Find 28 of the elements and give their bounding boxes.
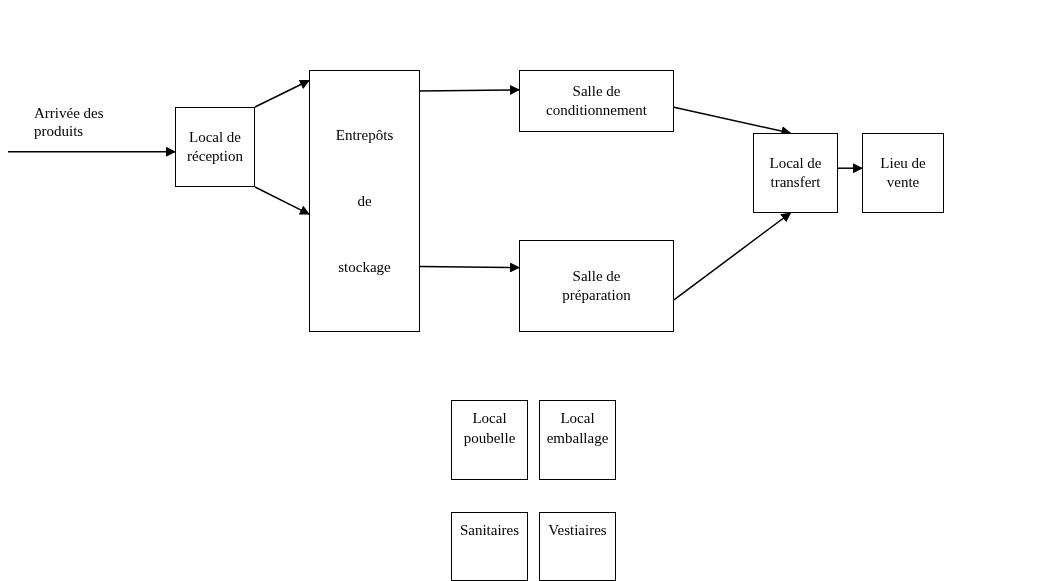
box-label: Salle de préparation (561, 266, 632, 305)
process-box (451, 512, 528, 581)
arrow (673, 212, 792, 301)
arrow (837, 163, 863, 174)
arrow (419, 262, 520, 273)
process-box (309, 70, 420, 332)
box-label: Sanitaires (459, 521, 520, 540)
process-box (539, 512, 616, 581)
box-label: Lieu de vente (879, 153, 927, 192)
process-box (753, 133, 838, 213)
box-label: Local poubelle (462, 409, 517, 448)
box-label: Local de transfert (768, 153, 823, 192)
arrow (254, 186, 310, 215)
input-label: Arrivée des produits (34, 104, 105, 140)
box-label: Entrepôts de stockage (334, 126, 395, 277)
box-label: Vestiaires (548, 521, 607, 540)
box-label: Local de réception (186, 127, 244, 166)
arrow (419, 84, 520, 95)
process-box (175, 107, 255, 187)
process-box (862, 133, 944, 213)
process-box (451, 400, 528, 480)
process-box (519, 70, 674, 132)
arrow (7, 146, 176, 157)
arrow (254, 79, 310, 108)
box-label: Salle de conditionnement (545, 81, 648, 120)
process-box (539, 400, 616, 480)
box-label: Local emballage (545, 409, 610, 448)
process-box (519, 240, 674, 332)
